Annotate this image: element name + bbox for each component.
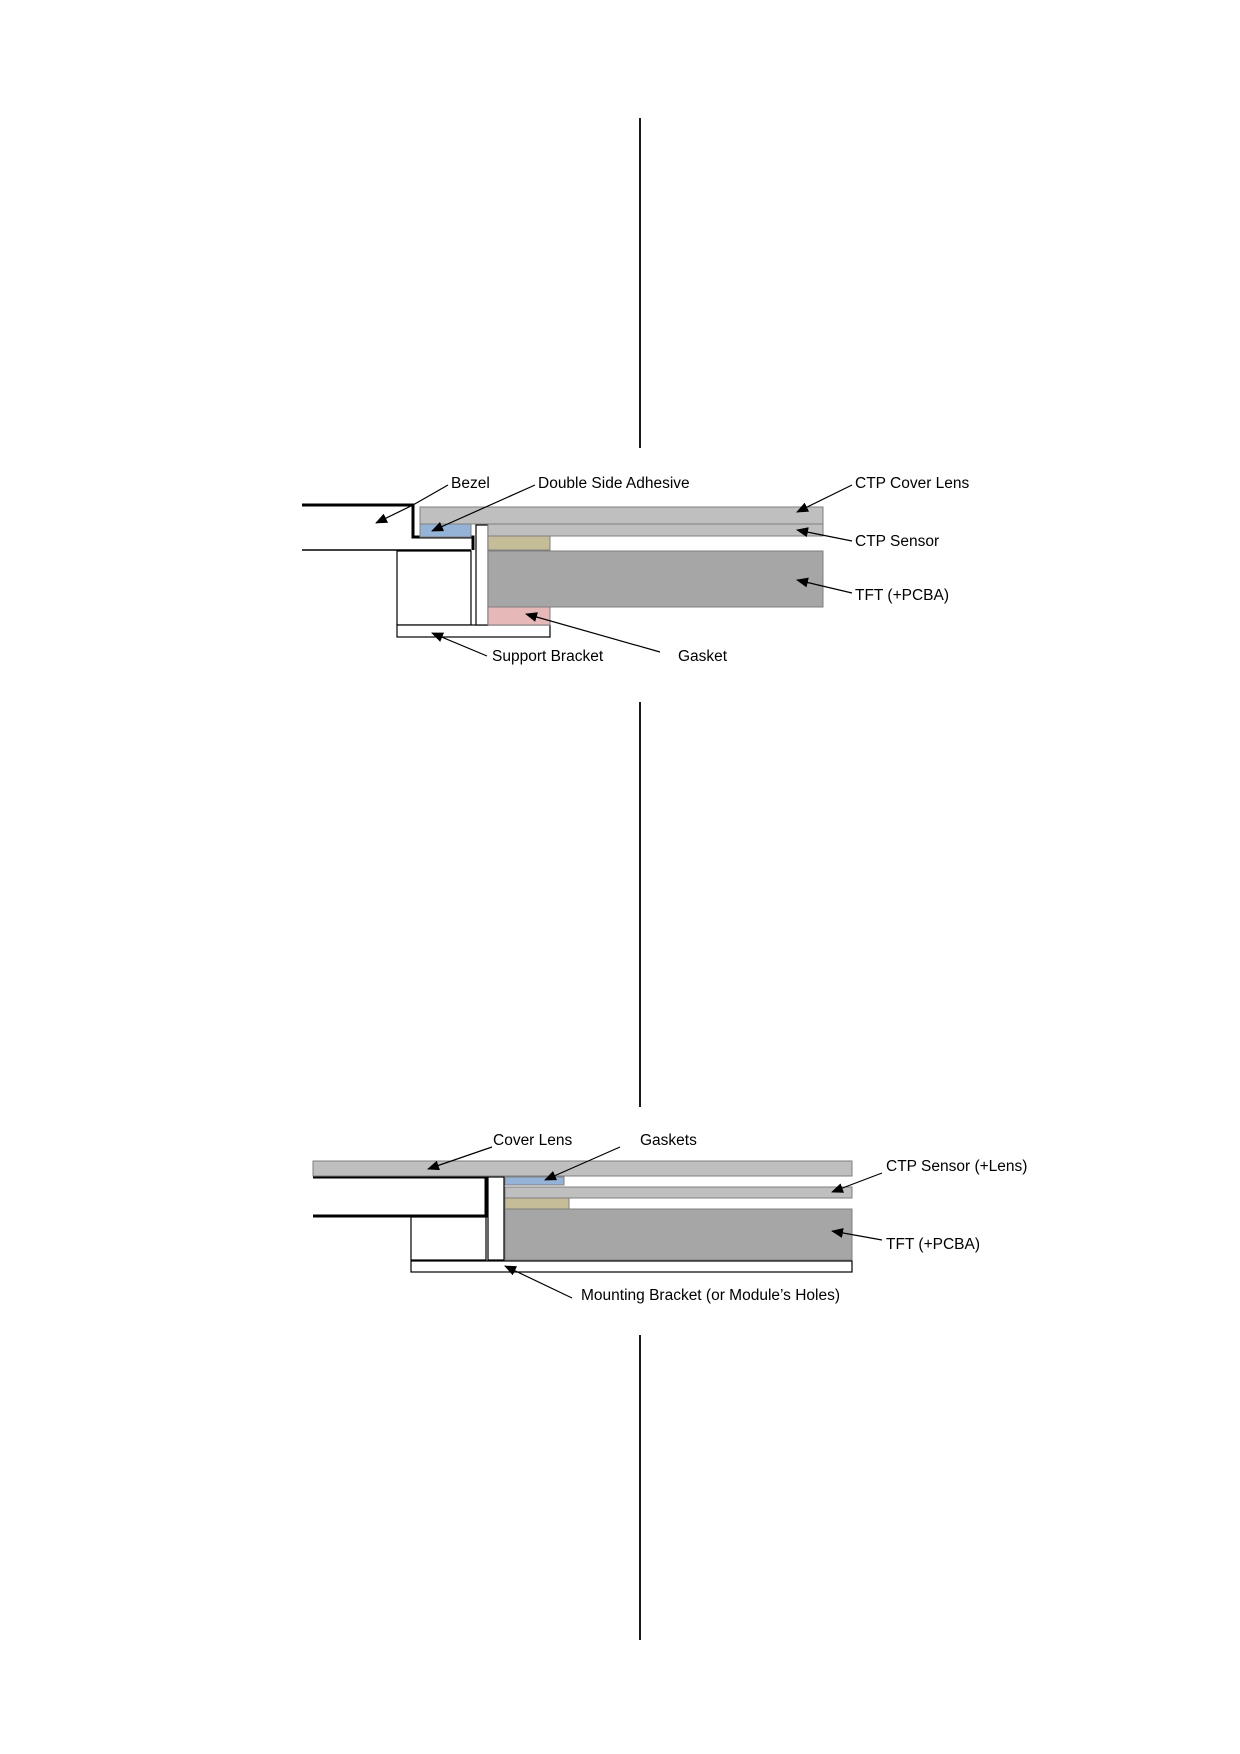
mounting-bracket-block	[410, 1216, 487, 1261]
cover-lens	[312, 1160, 853, 1177]
label-mounting-bracket: Mounting Bracket (or Module’s Holes)	[581, 1287, 840, 1304]
ctp-sensor	[487, 523, 824, 537]
label-double-side-adhesive: Double Side Adhesive	[538, 475, 690, 492]
gasket	[487, 606, 551, 626]
diagram-bottom: Cover Lens Gaskets CTP Sensor (+Lens) TF…	[312, 1132, 1027, 1304]
label-ctp-cover-lens: CTP Cover Lens	[855, 475, 970, 492]
tft-panel	[487, 550, 824, 608]
label-support-bracket: Support Bracket	[492, 648, 604, 665]
sensor-leader	[796, 527, 853, 542]
label-ctp-sensor-lens: CTP Sensor (+Lens)	[886, 1158, 1027, 1175]
gaskets-leader	[544, 1146, 621, 1181]
adhesive-leader	[431, 484, 536, 532]
label-bezel: Bezel	[451, 475, 490, 492]
label-cover-lens: Cover Lens	[493, 1132, 573, 1149]
spacer-top	[487, 535, 551, 551]
tft-leader-bottom	[831, 1228, 883, 1241]
cover-lens-leader-bottom	[427, 1146, 493, 1171]
housing-shape	[313, 1175, 488, 1218]
spacer-bottom	[504, 1197, 570, 1210]
mounting-bracket-post	[487, 1176, 505, 1261]
mounting-bracket-leader	[504, 1265, 573, 1299]
double-side-adhesive	[419, 523, 472, 538]
sensor-lens-leader	[831, 1172, 883, 1193]
label-tft: TFT (+PCBA)	[855, 587, 949, 604]
tft-panel-bottom	[504, 1208, 853, 1261]
cover-lens-leader	[796, 484, 853, 513]
bezel-leader	[375, 484, 449, 524]
label-gasket: Gasket	[678, 648, 728, 665]
bezel-shape	[302, 503, 475, 550]
gaskets	[504, 1176, 565, 1186]
gasket-leader	[525, 612, 661, 653]
support-bracket-base	[396, 624, 551, 638]
label-ctp-sensor: CTP Sensor	[855, 533, 939, 550]
support-bracket-post	[475, 524, 489, 626]
mounting-bracket-base	[410, 1260, 853, 1273]
support-bracket-leader	[431, 632, 488, 657]
label-tft-bottom: TFT (+PCBA)	[886, 1236, 980, 1253]
support-bracket-block	[396, 550, 472, 626]
ctp-sensor-lens	[504, 1186, 853, 1199]
diagram-top: Bezel Double Side Adhesive CTP Cover Len…	[302, 475, 970, 665]
tft-leader	[796, 577, 853, 594]
label-gaskets: Gaskets	[640, 1132, 697, 1149]
